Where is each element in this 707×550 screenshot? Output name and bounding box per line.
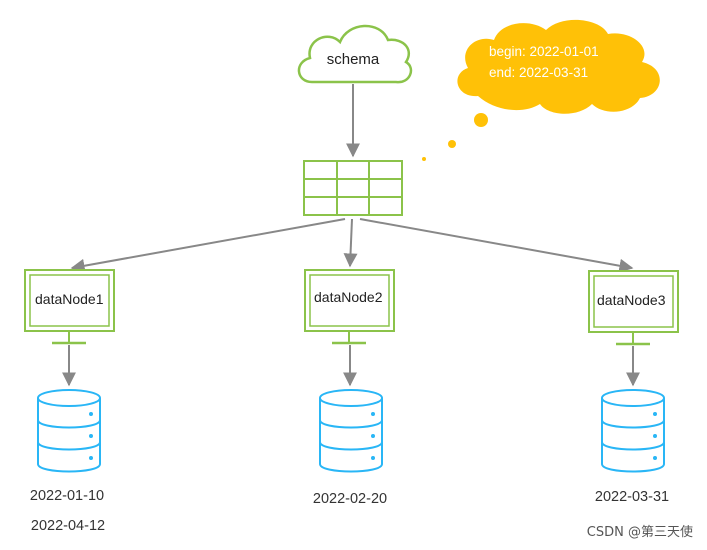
data-node-1: dataNode1 2022-01-10 2022-04-12 [24, 269, 115, 534]
bubble-begin-text: begin: 2022-01-01 [489, 44, 599, 59]
node1-date-2: 2022-04-12 [31, 518, 105, 534]
arrow-table-to-node2 [343, 218, 358, 268]
data-node-3: dataNode3 2022-03-31 [588, 270, 679, 505]
schema-label: schema [327, 51, 380, 68]
monitor-icon [304, 269, 395, 332]
bubble-dot-medium [448, 140, 456, 148]
database-icon [601, 389, 665, 473]
arrow-table-to-node3 [359, 218, 634, 273]
node3-date-1: 2022-03-31 [595, 489, 669, 505]
bubble-end-text: end: 2022-03-31 [489, 65, 588, 80]
database-icon [37, 389, 101, 473]
cloud-icon [297, 24, 413, 84]
schema-cloud: schema [297, 24, 413, 84]
bubble-dot-small [422, 157, 426, 161]
data-node-2: dataNode2 2022-02-20 [304, 269, 395, 507]
bubble-dot-large [474, 113, 488, 127]
node2-label: dataNode2 [314, 289, 383, 305]
arrow-table-to-node1 [70, 218, 346, 273]
monitor-icon [588, 270, 679, 333]
table-grid-icon [303, 160, 403, 216]
bubble-cloud-shape [457, 19, 660, 114]
node1-label: dataNode1 [35, 291, 104, 307]
watermark: CSDN @第三天使 [586, 525, 693, 540]
date-range-bubble: begin: 2022-01-01 end: 2022-03-31 [422, 19, 660, 161]
node3-label: dataNode3 [597, 292, 666, 308]
node1-date-1: 2022-01-10 [30, 488, 104, 504]
database-icon [319, 389, 383, 473]
node2-date-1: 2022-02-20 [313, 491, 387, 507]
